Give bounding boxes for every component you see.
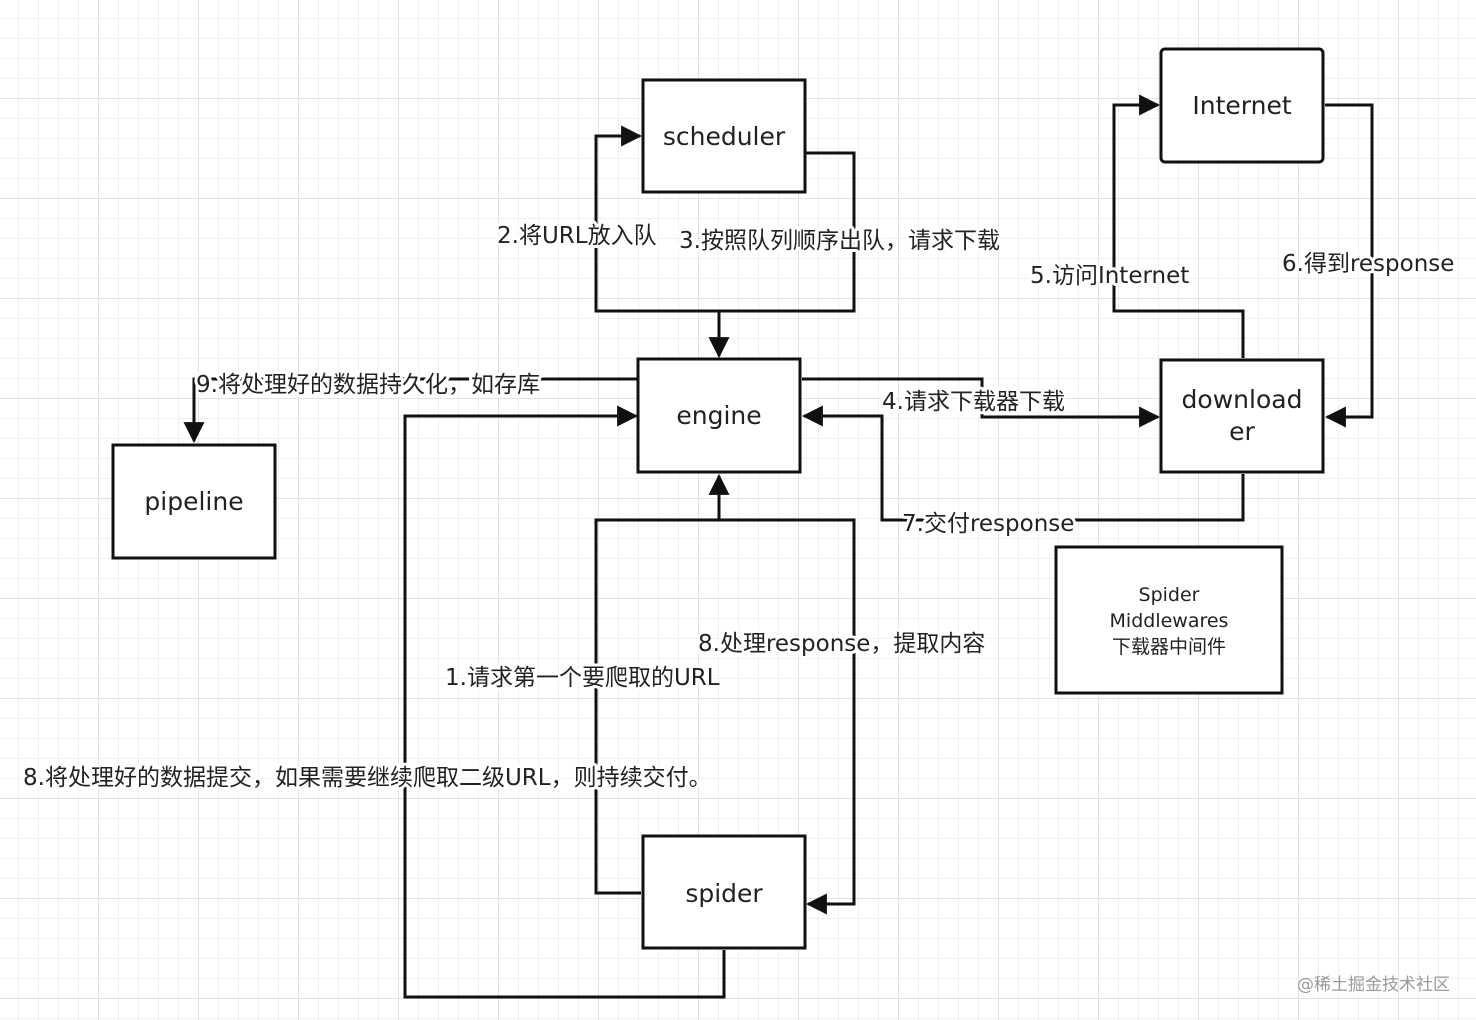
node-middleware-line1: Spider xyxy=(1139,584,1200,606)
node-pipeline: pipeline xyxy=(111,443,277,560)
edge-label-1: 1.请求第一个要爬取的URL xyxy=(445,665,720,691)
node-downloader-label-line1: download xyxy=(1182,385,1303,414)
node-downloader: download er xyxy=(1159,358,1325,474)
watermark: @稀土掘金技术社区 xyxy=(1297,975,1450,995)
edge-label-9: 9.将处理好的数据持久化，如存库 xyxy=(196,372,540,398)
edge-label-5: 5.访问Internet xyxy=(1030,263,1189,289)
edge-scheduler-to-engine xyxy=(708,151,856,359)
edge-label-3: 3.按照队列顺序出队，请求下载 xyxy=(679,228,1000,254)
node-scheduler: scheduler xyxy=(641,78,807,194)
edge-label-8a: 8.处理response，提取内容 xyxy=(698,631,985,657)
edge-spider-submit-to-engine xyxy=(403,405,726,999)
node-engine-label: engine xyxy=(676,401,761,430)
edge-engine-to-pipeline xyxy=(183,377,637,444)
node-spider-label: spider xyxy=(685,879,763,908)
edge-label-8b: 8.将处理好的数据提交，如果需要继续爬取二级URL，则持续交付。 xyxy=(23,765,712,791)
node-pipeline-label: pipeline xyxy=(144,487,243,516)
edge-downloader-to-engine xyxy=(801,405,1245,522)
node-internet-label: Internet xyxy=(1192,91,1291,120)
edge-downloader-to-internet xyxy=(1112,94,1245,358)
edge-internet-to-downloader xyxy=(1324,103,1374,428)
edge-label-6: 6.得到response xyxy=(1282,251,1454,277)
node-middleware-line2: Middlewares xyxy=(1110,610,1229,632)
edge-label-7: 7.交付response xyxy=(902,511,1074,537)
node-internet: Internet xyxy=(1159,47,1325,164)
edge-spider-to-engine xyxy=(594,473,730,895)
node-downloader-label-line2: er xyxy=(1229,417,1255,446)
node-scheduler-label: scheduler xyxy=(663,122,786,151)
edge-engine-to-spider xyxy=(719,518,856,915)
edge-label-4: 4.请求下载器下载 xyxy=(882,389,1065,415)
edge-engine-to-scheduler xyxy=(594,125,719,313)
node-spider-middlewares: Spider Middlewares 下载器中间件 xyxy=(1054,545,1284,695)
node-engine: engine xyxy=(636,357,802,474)
node-middleware-line3: 下载器中间件 xyxy=(1112,636,1226,658)
node-spider: spider xyxy=(641,834,807,950)
edge-label-2: 2.将URL放入队 xyxy=(497,223,657,249)
edge-engine-to-downloader xyxy=(802,377,1161,428)
